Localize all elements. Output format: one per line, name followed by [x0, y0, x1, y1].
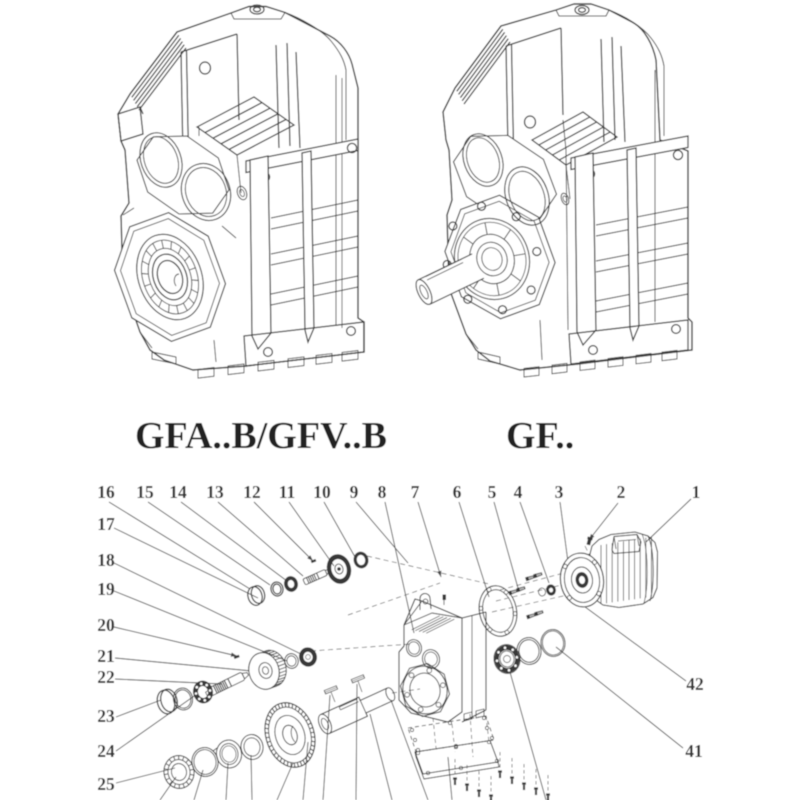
- svg-text:15: 15: [136, 482, 154, 502]
- svg-text:41: 41: [685, 741, 703, 761]
- svg-text:20: 20: [97, 615, 115, 635]
- svg-text:8: 8: [378, 482, 387, 502]
- svg-text:18: 18: [97, 550, 115, 570]
- svg-text:GF..: GF..: [506, 415, 574, 457]
- svg-text:GFA..B/GFV..B: GFA..B/GFV..B: [135, 415, 387, 457]
- svg-text:24: 24: [97, 741, 115, 761]
- svg-text:2: 2: [617, 482, 626, 502]
- svg-text:9: 9: [350, 482, 359, 502]
- svg-text:13: 13: [206, 482, 224, 502]
- svg-text:7: 7: [411, 482, 420, 502]
- svg-text:5: 5: [488, 482, 497, 502]
- svg-text:19: 19: [97, 579, 115, 599]
- svg-text:21: 21: [97, 646, 115, 666]
- svg-text:1: 1: [692, 482, 701, 502]
- svg-text:6: 6: [453, 482, 462, 502]
- svg-text:23: 23: [97, 706, 115, 726]
- svg-text:14: 14: [169, 482, 187, 502]
- svg-text:42: 42: [686, 674, 704, 694]
- svg-text:25: 25: [97, 774, 115, 794]
- svg-text:3: 3: [555, 482, 564, 502]
- svg-text:4: 4: [514, 482, 523, 502]
- svg-text:22: 22: [97, 667, 115, 687]
- svg-text:10: 10: [313, 482, 331, 502]
- svg-text:11: 11: [279, 482, 296, 502]
- svg-text:17: 17: [97, 514, 115, 534]
- svg-text:12: 12: [243, 482, 261, 502]
- svg-text:16: 16: [97, 482, 115, 502]
